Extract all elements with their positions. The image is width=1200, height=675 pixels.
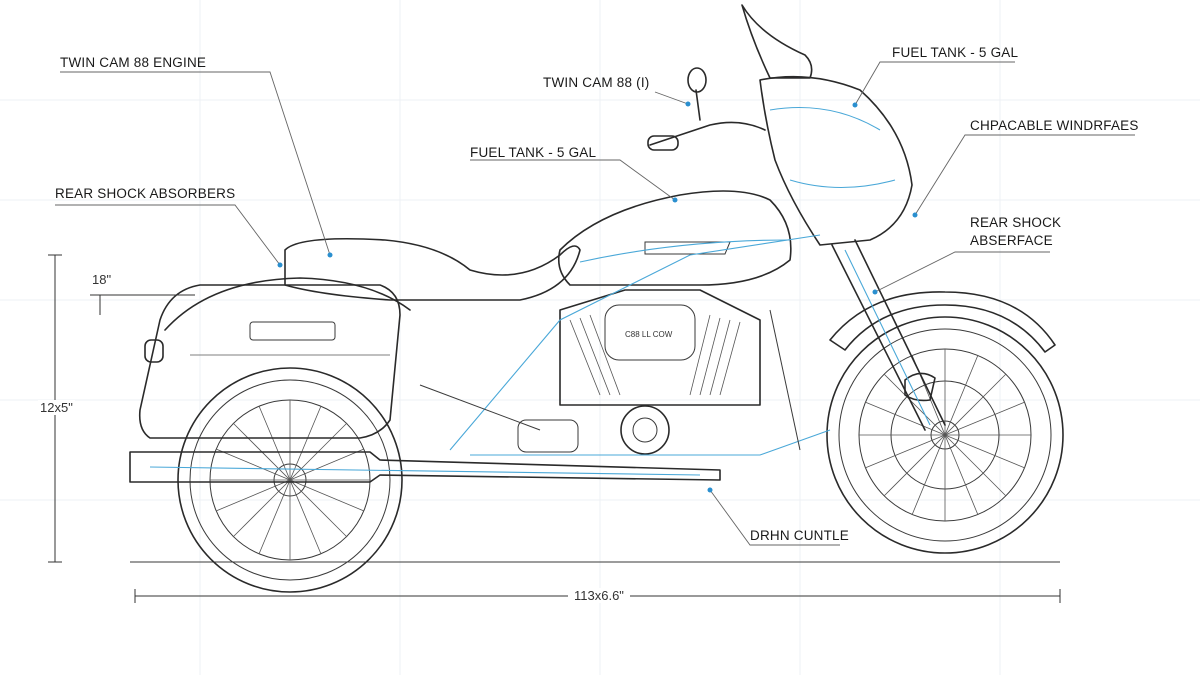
dim-total-height: 12x5"	[38, 400, 75, 415]
label-fuel-tank-right: FUEL TANK - 5 GAL	[892, 45, 1019, 60]
frame	[419, 234, 831, 456]
front-fender	[829, 291, 1056, 353]
front-forks	[831, 239, 946, 431]
fairing	[759, 75, 913, 246]
label-twin-cam-center: TWIN CAM 88 (I)	[543, 75, 650, 90]
dim-total-length: 113x6.6"	[568, 588, 630, 603]
dim-small-height: 18"	[92, 272, 112, 287]
saddlebag	[138, 284, 401, 439]
handlebar	[647, 67, 766, 151]
label-rear-shock-absorbers: REAR SHOCK ABSORBERS	[55, 186, 236, 201]
svg-text:C88 LL COW: C88 LL COW	[625, 330, 673, 339]
leader-lines	[55, 61, 1135, 546]
windshield	[741, 4, 813, 79]
rear-fender	[164, 277, 411, 331]
taillight	[144, 339, 164, 363]
label-rear-shock-right-line1: REAR SHOCK	[970, 215, 1062, 230]
label-windshield: CHPACABLE WINDRFAES	[970, 118, 1139, 133]
seat	[284, 237, 581, 301]
fuel-tank	[557, 190, 792, 286]
engine: C88 LL COW	[517, 289, 761, 455]
label-twin-cam-engine: TWIN CAM 88 ENGINE	[60, 55, 207, 70]
label-fuel-tank-center: FUEL TANK - 5 GAL	[470, 145, 597, 160]
label-rear-shock-right-line2: ABSERFACE	[970, 233, 1053, 248]
front-wheel	[826, 316, 1064, 554]
rear-wheel	[177, 367, 403, 593]
label-drive: DRHN CUNTLE	[750, 528, 849, 543]
exhaust-pipe	[129, 451, 721, 483]
